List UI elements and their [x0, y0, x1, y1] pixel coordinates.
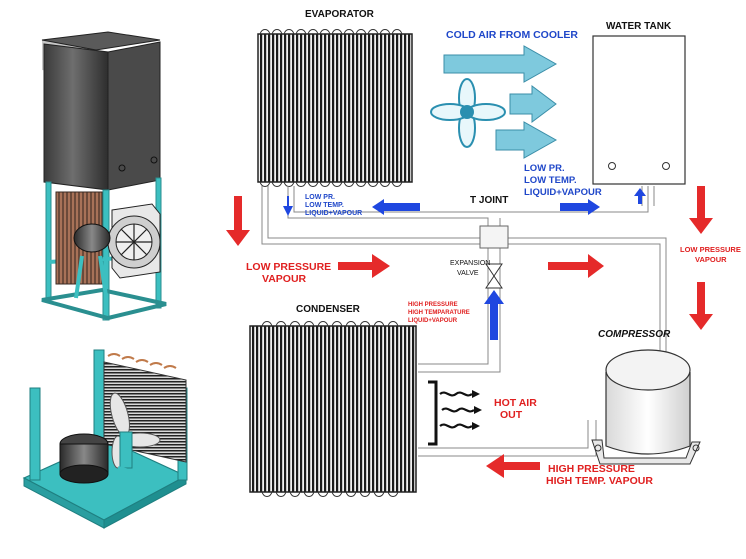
hot-air-arrowheads	[472, 390, 482, 430]
right-low-pressure-label-1: LOW PRESSURE	[680, 245, 741, 254]
low-pressure-vapour-label-1: LOW PRESSURE	[246, 261, 332, 273]
hp-liquid-label-1: HIGH PRESSURE	[408, 302, 458, 308]
t-joint-fitting	[479, 225, 509, 249]
cold-air-label: COLD AIR FROM COOLER	[446, 29, 579, 41]
tank-state-line-1: LOW PR.	[524, 163, 565, 174]
evap-state-line-2: LOW TEMP.	[305, 202, 344, 209]
hot-air-waves	[428, 380, 475, 446]
expansion-valve-label-2: VALVE	[457, 270, 479, 277]
low-pressure-vapour-label-2: VAPOUR	[262, 273, 307, 285]
cold-air-arrows	[443, 45, 558, 159]
condensing-unit-3d-bottom	[22, 349, 188, 529]
t-joint-label: T JOINT	[470, 195, 509, 206]
water-tank	[592, 35, 686, 185]
red-flow-arrows	[226, 186, 713, 478]
hot-air-label-2: OUT	[500, 409, 523, 421]
tank-state-line-3: LIQUID+VAPOUR	[524, 187, 602, 198]
hp-liquid-label-3: LIQUID+VAPOUR	[408, 318, 458, 324]
right-low-pressure-label-2: VAPOUR	[695, 255, 727, 264]
condenser-coil	[249, 321, 417, 497]
evap-state-line-3: LIQUID+VAPOUR	[305, 210, 363, 217]
hot-air-label-1: HOT AIR	[494, 397, 537, 409]
evaporator-coil	[257, 29, 413, 187]
expansion-valve-symbol	[485, 263, 503, 289]
water-tank-label: WATER TANK	[606, 21, 672, 32]
bottom-hp-label-2: HIGH TEMP. VAPOUR	[546, 475, 653, 487]
refrigerant-piping	[261, 186, 667, 457]
evap-state-line-1: LOW PR.	[305, 194, 335, 201]
hp-liquid-label-2: HIGH TEMPARATURE	[408, 310, 470, 316]
evaporator-label: EVAPORATOR	[305, 9, 374, 20]
compressor	[591, 349, 701, 465]
cooler-unit-3d-top	[41, 31, 167, 321]
tank-state-line-2: LOW TEMP.	[524, 175, 577, 186]
compressor-label: COMPRESSOR	[598, 329, 671, 340]
bottom-hp-label-1: HIGH PRESSURE	[548, 463, 635, 475]
fan-icon	[430, 78, 506, 148]
blue-flow-arrows	[283, 188, 646, 340]
expansion-valve-label-1: EXPANSION	[450, 260, 491, 267]
condenser-label: CONDENSER	[296, 304, 360, 315]
